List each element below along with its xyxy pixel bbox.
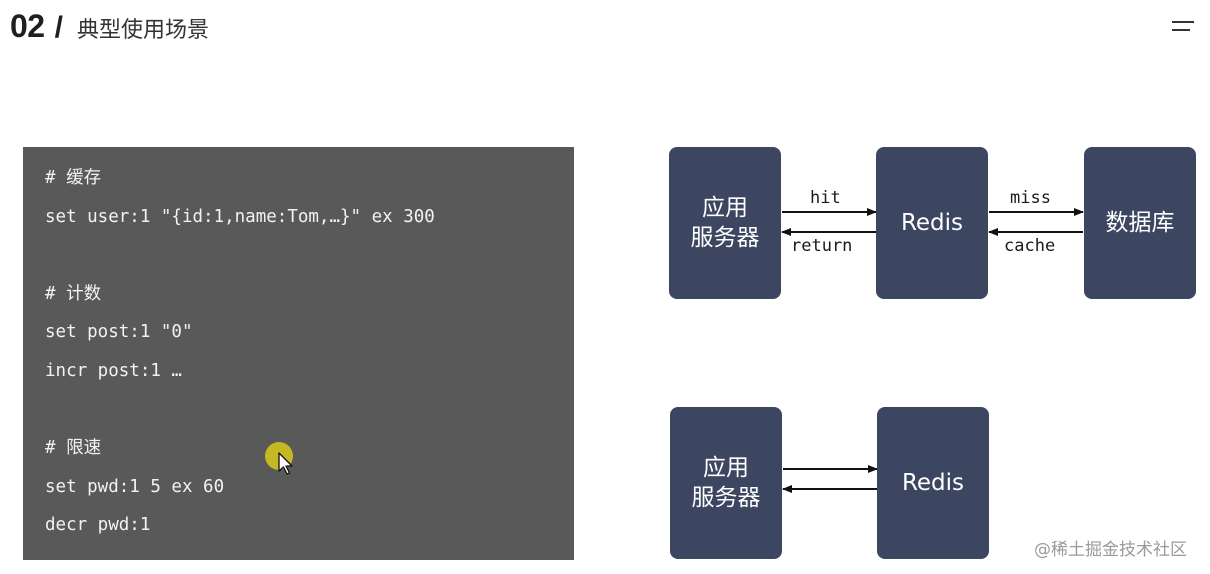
mouse-pointer-icon [278, 452, 293, 475]
code-line: decr pwd:1 [45, 515, 151, 536]
code-line [45, 236, 574, 275]
cache-label: cache [1004, 236, 1056, 256]
code-line: set pwd:1 5 ex 60 [45, 476, 225, 497]
app-server-box: 应用 服务器 [669, 147, 781, 299]
redis-label-2: Redis [901, 470, 965, 496]
return-label: return [791, 236, 853, 256]
section-title: 典型使用场景 [76, 18, 209, 43]
section-slash: / [54, 11, 63, 44]
database-box: 数据库 [1084, 147, 1196, 299]
redis-box-2: Redis [877, 407, 989, 559]
slide-header: 02 / 典型使用场景 [10, 8, 209, 52]
code-line: # 计数 [45, 283, 102, 304]
miss-label: miss [1010, 188, 1051, 208]
code-line: # 限速 [45, 438, 102, 459]
app-server-label-2: 应用 服务器 [691, 455, 761, 511]
code-line: incr post:1 … [45, 360, 182, 381]
hit-label: hit [810, 188, 841, 208]
code-line: # 缓存 [45, 168, 102, 188]
code-panel: # 缓存 set user:1 "{id:1,name:Tom,…}" ex 3… [23, 147, 574, 560]
code-line [45, 391, 574, 430]
watermark: @稀土掘金技术社区 [1034, 540, 1187, 560]
code-line: set post:1 "0" [45, 322, 193, 343]
database-label: 数据库 [1105, 210, 1175, 236]
app-server-box-2: 应用 服务器 [670, 407, 782, 559]
app-server-label: 应用 服务器 [690, 195, 760, 251]
code-line: set user:1 "{id:1,name:Tom,…}" ex 300 [45, 206, 435, 227]
section-number: 02 [10, 8, 45, 44]
menu-icon[interactable] [1172, 19, 1194, 33]
redis-label: Redis [900, 210, 964, 236]
redis-box: Redis [876, 147, 988, 299]
